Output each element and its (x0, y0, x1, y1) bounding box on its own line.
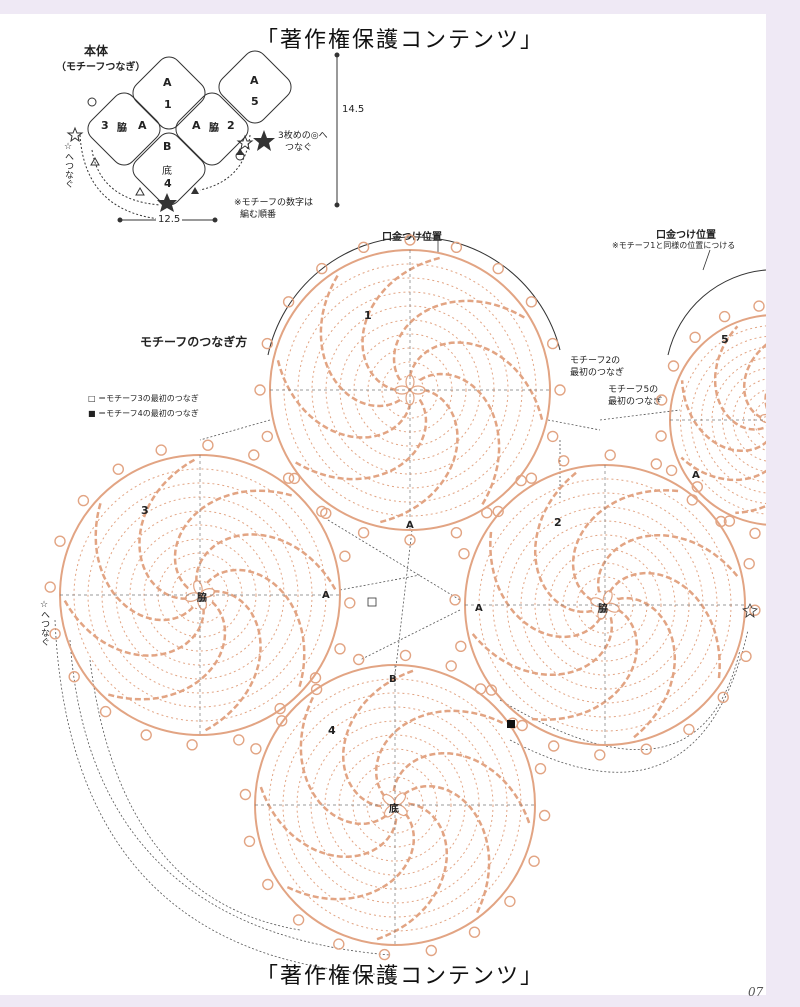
motif-4-center: 底 (389, 804, 399, 815)
motif-3-number: 3 (141, 504, 149, 517)
marker-star-right (742, 603, 758, 618)
motif-2 (449, 449, 761, 761)
schematic-tile-4-letter: B (163, 140, 172, 153)
schematic-tile-4-mid: 底 (162, 166, 172, 177)
connect-2-note-1: モチーフ2の (570, 356, 621, 366)
schematic-tile-3-number: 脇 (117, 123, 127, 134)
page-border-top (0, 0, 800, 14)
motif-1-number: 1 (364, 309, 372, 322)
diagram-title: モチーフのつなぎ方 (140, 335, 248, 349)
schematic-tile-4-number: 4 (164, 177, 172, 190)
motif-4 (239, 649, 551, 961)
opening-label-right: 口金つけ位置 (656, 230, 716, 241)
connector-lines (54, 409, 749, 976)
schematic-tile-2-letter: A (192, 119, 201, 132)
legend-filled: ■ ＝モチーフ4の最初のつなぎ (88, 409, 199, 418)
schematic-tile-5 (218, 50, 292, 124)
motif-2-number: 2 (554, 516, 562, 529)
motif-3-center: 脇 (197, 593, 207, 604)
joint-label-a1: A (406, 520, 414, 531)
schematic-tile-3-letter: A (138, 119, 147, 132)
schematic-height-dim: 14.5 (342, 104, 365, 115)
schematic-tile-1 (132, 56, 206, 130)
schematic-tile-3 (87, 92, 161, 166)
joint-label-a3: A (475, 603, 483, 614)
opening-label-left: 口金つけ位置 (382, 232, 442, 243)
motif-2-center: 脇 (598, 604, 608, 615)
schematic-tile-2 (175, 92, 249, 166)
connect-2-note-2: 最初のつなぎ (570, 368, 625, 378)
connect-5-note-1: モチーフ5の (608, 385, 659, 395)
connect-5-note-2: 最初のつなぎ (608, 397, 663, 407)
opening-arc-right (667, 269, 767, 356)
legend-open: □ ＝モチーフ3の最初のつなぎ (88, 394, 199, 403)
watermark-bottom: 「著作権保護コンテンツ」 (255, 964, 544, 989)
page-number: 07 (748, 985, 764, 999)
motif-4-number: 4 (328, 724, 336, 737)
schematic-tile-4 (132, 132, 206, 206)
page-border-bottom (0, 995, 800, 1007)
marker-open-square (367, 597, 377, 607)
motif-5-number: 5 (721, 333, 729, 346)
schematic-side-label: ☆へつなぐ (63, 142, 73, 188)
schematic-note-1: ※モチーフの数字は (234, 198, 314, 208)
joint-label-a2: A (322, 590, 330, 601)
joint-label-a4: A (692, 470, 700, 481)
opening-note-right: ※モチーフ1と同様の位置につける (612, 241, 736, 250)
schematic-tile-3-left: 3 (101, 119, 109, 132)
motif-5 (655, 300, 766, 539)
schematic-tile-1-letter: A (163, 76, 172, 89)
schematic-title: 本体 (84, 44, 109, 58)
opening-arc-left (267, 236, 561, 356)
page-border-right (766, 0, 800, 1007)
schematic-connect-note-2: つなぐ (285, 143, 313, 153)
schematic-tile-1-number: 1 (164, 98, 172, 111)
schematic-connect-note-1: 3枚めの◎へ (278, 131, 328, 141)
schematic-tile-5-letter: A (250, 74, 259, 87)
joint-label-b: B (389, 674, 397, 685)
marker-filled-square (507, 720, 515, 728)
schematic-width-dim: 12.5 (156, 214, 183, 225)
motif-1 (254, 234, 566, 546)
motif-3 (44, 439, 356, 751)
schematic-tile-2-number: 脇 (209, 123, 219, 134)
schematic-tile-5-number: 5 (251, 95, 259, 108)
schematic-note-2: 編む順番 (240, 210, 277, 220)
schematic-tile-2-right: 2 (227, 119, 235, 132)
side-vertical-label: ☆へつなぐ (39, 600, 49, 646)
watermark-top: 「著作権保護コンテンツ」 (255, 28, 544, 53)
schematic-subtitle: （モチーフつなぎ） (56, 62, 146, 73)
